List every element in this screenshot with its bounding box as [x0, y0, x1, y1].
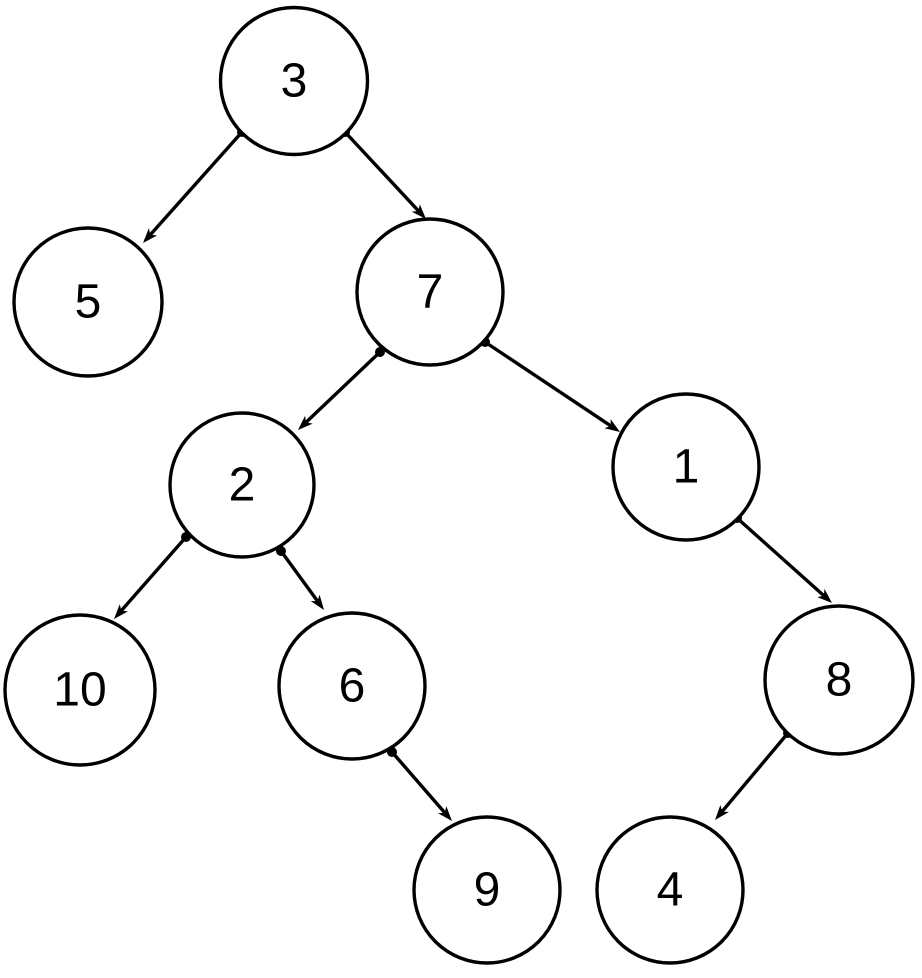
- edge-arrowhead: [114, 604, 128, 619]
- edge-line: [279, 549, 319, 603]
- edge-line: [149, 130, 244, 236]
- tree-node-5: 5: [12, 226, 164, 378]
- node-value-label: 2: [229, 459, 256, 512]
- node-value-label: 7: [417, 266, 444, 319]
- node-circle: [763, 604, 915, 756]
- edge-line: [720, 731, 790, 813]
- node-value-label: 6: [339, 660, 366, 713]
- node-value-label: 5: [75, 276, 102, 329]
- edge-8-4: [715, 728, 793, 820]
- tree-node-7: 7: [355, 217, 505, 367]
- node-value-label: 9: [474, 864, 501, 917]
- edge-line: [390, 750, 447, 814]
- edge-line: [304, 350, 382, 424]
- node-value-label: 8: [826, 654, 853, 707]
- edge-arrowhead: [411, 204, 426, 219]
- node-circle: [595, 815, 745, 965]
- node-value-label: 1: [673, 441, 700, 494]
- edge-7-2: [298, 347, 385, 430]
- tree-node-2: 2: [168, 411, 316, 559]
- node-circle: [277, 611, 427, 761]
- node-circle: [611, 392, 761, 542]
- node-value-label: 10: [53, 664, 106, 717]
- edge-arrowhead: [298, 415, 313, 430]
- edge-arrowhead: [817, 588, 832, 603]
- edge-1-8: [732, 513, 832, 603]
- edge-line: [484, 340, 612, 428]
- node-circle: [12, 226, 164, 378]
- edge-3-5: [143, 127, 247, 243]
- edge-arrowhead: [143, 228, 158, 243]
- edge-arrowhead: [438, 806, 452, 821]
- tree-node-8: 8: [763, 604, 915, 756]
- edge-line: [735, 516, 825, 597]
- node-circle: [412, 815, 562, 965]
- node-circle: [355, 217, 505, 367]
- tree-node-3: 3: [218, 5, 370, 157]
- node-value-label: 4: [657, 864, 684, 917]
- node-circle: [218, 5, 370, 157]
- edge-line: [119, 535, 188, 612]
- tree-node-9: 9: [412, 815, 562, 965]
- edge-arrowhead: [715, 805, 729, 820]
- tree-node-10: 10: [3, 613, 157, 767]
- edge-arrowhead: [604, 419, 620, 432]
- edge-6-9: [387, 747, 452, 821]
- node-value-label: 3: [281, 55, 308, 108]
- edge-2-10: [114, 532, 191, 619]
- edge-7-1: [480, 337, 620, 432]
- node-circle: [168, 411, 316, 559]
- tree-node-4: 4: [595, 815, 745, 965]
- tree-node-6: 6: [277, 611, 427, 761]
- node-circle: [3, 613, 157, 767]
- tree-node-1: 1: [611, 392, 761, 542]
- edge-3-7: [340, 127, 426, 219]
- edge-line: [343, 130, 420, 213]
- edge-2-6: [276, 546, 324, 610]
- edge-arrowhead: [310, 594, 324, 610]
